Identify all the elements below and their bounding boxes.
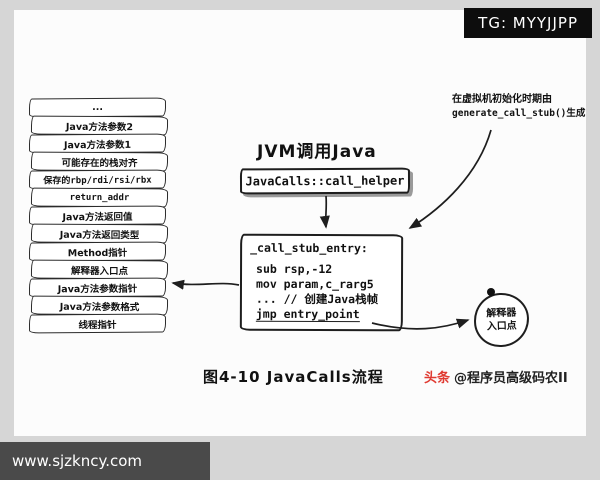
stack-row: ... (28, 97, 167, 118)
stack-row: Java方法参数格式 (30, 295, 169, 316)
call-stub-entry-box: _call_stub_entry: sub rsp,-12 mov param,… (239, 233, 404, 332)
generate-call-stub-annotation: 在虚拟机初始化时期由 generate_call_stub()生成 (452, 92, 594, 121)
javacalls-call-helper-box: JavaCalls::call_helper (239, 167, 411, 195)
stub-code-line: ... // 创建Java栈帧 (255, 291, 379, 307)
stack-row: Method指针 (28, 241, 167, 262)
circle-line: 入口点 (486, 320, 517, 333)
author-handle: @程序员高级码农II (454, 371, 568, 386)
stack-row: 可能存在的栈对齐 (30, 151, 169, 172)
toutiao-logo-icon: 头条 (424, 371, 451, 386)
stack-row: Java方法参数1 (28, 133, 167, 154)
stack-row: Java方法参数指针 (28, 277, 167, 298)
diagram-title: JVM调用Java (257, 142, 377, 162)
telegram-watermark-badge: TG: MYYJJPP (464, 8, 592, 38)
circle-line: 解释器 (486, 307, 517, 320)
connector-dot-icon (487, 288, 495, 296)
stack-row: 保存的rbp/rdi/rsi/rbx (28, 169, 167, 190)
site-url: www.sjzkncy.com (12, 452, 143, 470)
stub-code-line: mov param,c_rarg5 (255, 276, 374, 292)
stack-row: 线程指针 (28, 313, 167, 334)
figure-caption: 图4-10 JavaCalls流程 (203, 368, 384, 386)
stack-row-interpreter-entry: 解释器入口点 (30, 259, 169, 280)
stack-frame-diagram: ... Java方法参数2 Java方法参数1 可能存在的栈对齐 保存的rbp/… (28, 97, 169, 334)
stack-row: Java方法参数2 (30, 115, 169, 136)
stack-row: return_addr (30, 187, 169, 208)
site-watermark-bar: www.sjzkncy.com (0, 442, 210, 480)
stub-jmp-line: jmp entry_point (255, 306, 360, 322)
stack-row: Java方法返回值 (28, 205, 167, 226)
stub-label: _call_stub_entry: (250, 240, 368, 256)
stack-row: Java方法返回类型 (30, 223, 169, 244)
author-credit: 头条@程序员高级码农II (424, 367, 568, 386)
stub-code-line: sub rsp,-12 (256, 261, 333, 276)
annotation-line: 在虚拟机初始化时期由 (452, 94, 552, 105)
annotation-line: generate_call_stub()生成 (452, 108, 586, 119)
